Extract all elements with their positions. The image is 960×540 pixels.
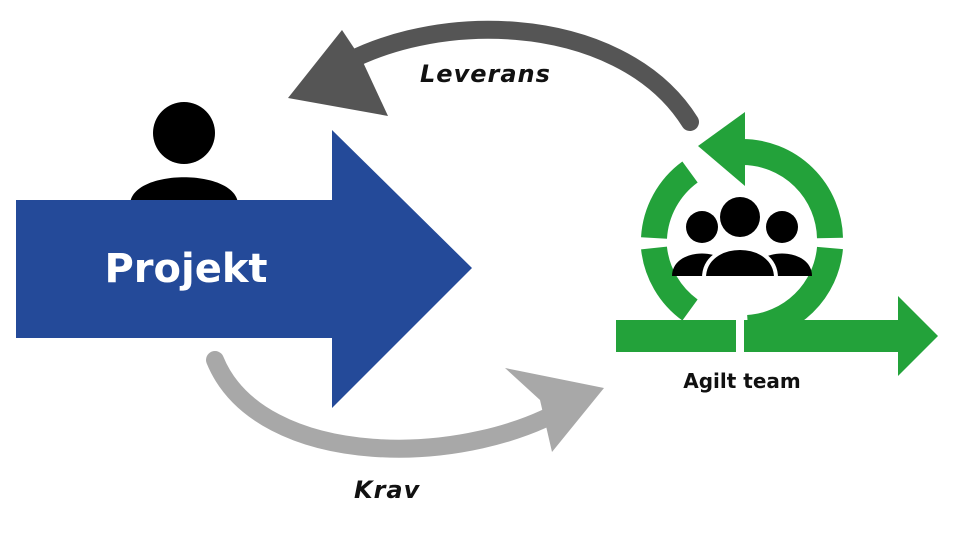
person-icon [130, 102, 238, 205]
requirements-arrow-head [505, 368, 604, 452]
cycle-arrow-head [698, 112, 745, 186]
delivery-arrow [288, 20, 699, 131]
agile-cycle-icon [616, 112, 938, 376]
delivery-label: Leverans [420, 60, 551, 88]
requirements-arrow-shaft [206, 351, 584, 458]
cycle-segment-bottom-left [641, 246, 698, 321]
cycle-outgoing-arrow [744, 296, 938, 376]
requirements-arrow [206, 351, 604, 458]
cycle-base-bar [616, 320, 736, 352]
delivery-arrow-shaft [309, 20, 699, 131]
cycle-segment-top-left [641, 161, 699, 240]
delivery-arrow-head [288, 30, 388, 116]
cycle-segment-top-right [741, 139, 843, 239]
team-label: Agilt team [683, 369, 801, 393]
project-arrow [16, 130, 472, 408]
requirements-label: Krav [354, 476, 421, 504]
project-label: Projekt [104, 246, 267, 292]
team-icon [672, 197, 812, 280]
